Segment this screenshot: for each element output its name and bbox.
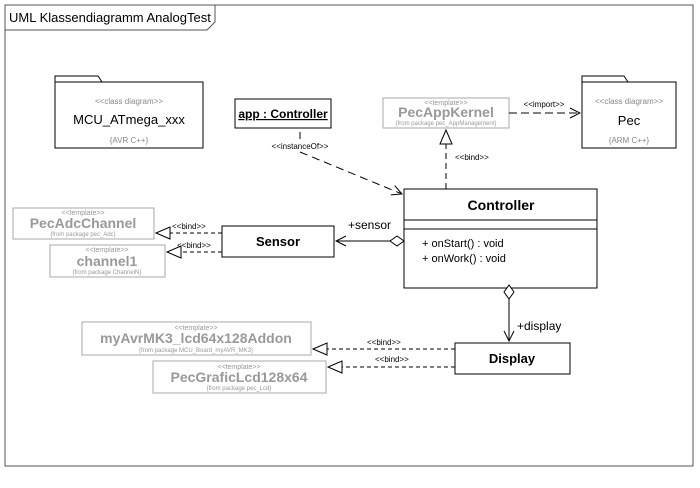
sensor-role-label: +sensor bbox=[348, 218, 391, 232]
template-addon-name: myAvrMK3_lcd64x128Addon bbox=[100, 330, 292, 346]
package-mcu-note: {AVR C++} bbox=[110, 136, 149, 145]
template-lcd-name: PecGraficLcd128x64 bbox=[171, 369, 308, 385]
class-sensor-name: Sensor bbox=[256, 234, 300, 249]
package-mcu-stereotype: <<class diagram>> bbox=[95, 97, 163, 106]
class-controller-name: Controller bbox=[468, 197, 535, 213]
template-channel-stereotype: <<template>> bbox=[85, 247, 128, 254]
class-display-name: Display bbox=[489, 351, 536, 366]
controller-operation: + onWork() : void bbox=[422, 253, 506, 265]
template-channel-from: {from package ChannelN} bbox=[73, 270, 142, 276]
frame-title: UML Klassendiagramm AnalogTest bbox=[9, 10, 211, 25]
class-sensor[interactable]: Sensor bbox=[221, 225, 335, 258]
package-pec-stereotype: <<class diagram>> bbox=[595, 97, 663, 106]
template-addon-from: {from package MCU_Board_myAVR_MK3} bbox=[139, 348, 253, 354]
template-kernel-name: PecAppKernel bbox=[398, 104, 494, 120]
template-pecadcchannel[interactable]: <<template>> PecAdcChannel {from package… bbox=[12, 207, 155, 240]
bind-label-channel: <<bind>> bbox=[177, 241, 211, 250]
template-lcd-stereotype: <<template>> bbox=[217, 364, 260, 371]
template-adc-stereotype: <<template>> bbox=[61, 210, 104, 217]
template-pecgraficlcd[interactable]: <<template>> PecGraficLcd128x64 {from pa… bbox=[152, 360, 327, 394]
template-adc-name: PecAdcChannel bbox=[30, 215, 137, 231]
bind-label-lcd: <<bind>> bbox=[375, 355, 409, 364]
package-mcu-name: MCU_ATmega_xxx bbox=[73, 112, 185, 127]
instance-app-controller[interactable]: app : Controller bbox=[234, 98, 332, 129]
template-kernel-from: {from package pec_AppManagement} bbox=[396, 121, 497, 127]
class-display[interactable]: Display bbox=[454, 342, 571, 375]
package-pec-note: {ARM C++} bbox=[609, 136, 650, 145]
bind-label-adc: <<bind>> bbox=[172, 222, 206, 231]
bind-label-kernel: <<bind>> bbox=[455, 153, 489, 162]
package-mcu[interactable]: <<class diagram>> MCU_ATmega_xxx {AVR C+… bbox=[54, 75, 204, 149]
instanceof-connector[interactable] bbox=[299, 151, 402, 194]
package-pec[interactable]: <<class diagram>> Pec {ARM C++} bbox=[581, 75, 677, 149]
template-pecappkernel[interactable]: <<template>> PecAppKernel {from package … bbox=[382, 97, 510, 129]
class-controller[interactable]: Controller + onStart() : void + onWork()… bbox=[403, 188, 598, 289]
template-adc-from: {from package pec_Adc} bbox=[50, 232, 115, 238]
instance-label: app : Controller bbox=[238, 107, 328, 121]
template-myavrmk3-addon[interactable]: <<template>> myAvrMK3_lcd64x128Addon {fr… bbox=[81, 321, 312, 356]
bind-label-addon: <<bind>> bbox=[367, 338, 401, 347]
display-role-label: +display bbox=[517, 319, 561, 333]
template-channel-name: channel1 bbox=[77, 253, 138, 269]
controller-operation: + onStart() : void bbox=[422, 238, 504, 250]
package-pec-name: Pec bbox=[618, 113, 641, 128]
import-label: <<import>> bbox=[524, 100, 565, 109]
instanceof-label: <<instanceOf>> bbox=[272, 142, 329, 151]
import-label-bg bbox=[522, 100, 566, 109]
template-lcd-from: {from package pec_Lcd} bbox=[207, 386, 272, 392]
template-addon-stereotype: <<template>> bbox=[174, 325, 217, 332]
template-channel1[interactable]: <<template>> channel1 {from package Chan… bbox=[49, 244, 166, 278]
frame-title-tab bbox=[5, 5, 216, 31]
template-kernel-stereotype: <<template>> bbox=[424, 100, 467, 107]
